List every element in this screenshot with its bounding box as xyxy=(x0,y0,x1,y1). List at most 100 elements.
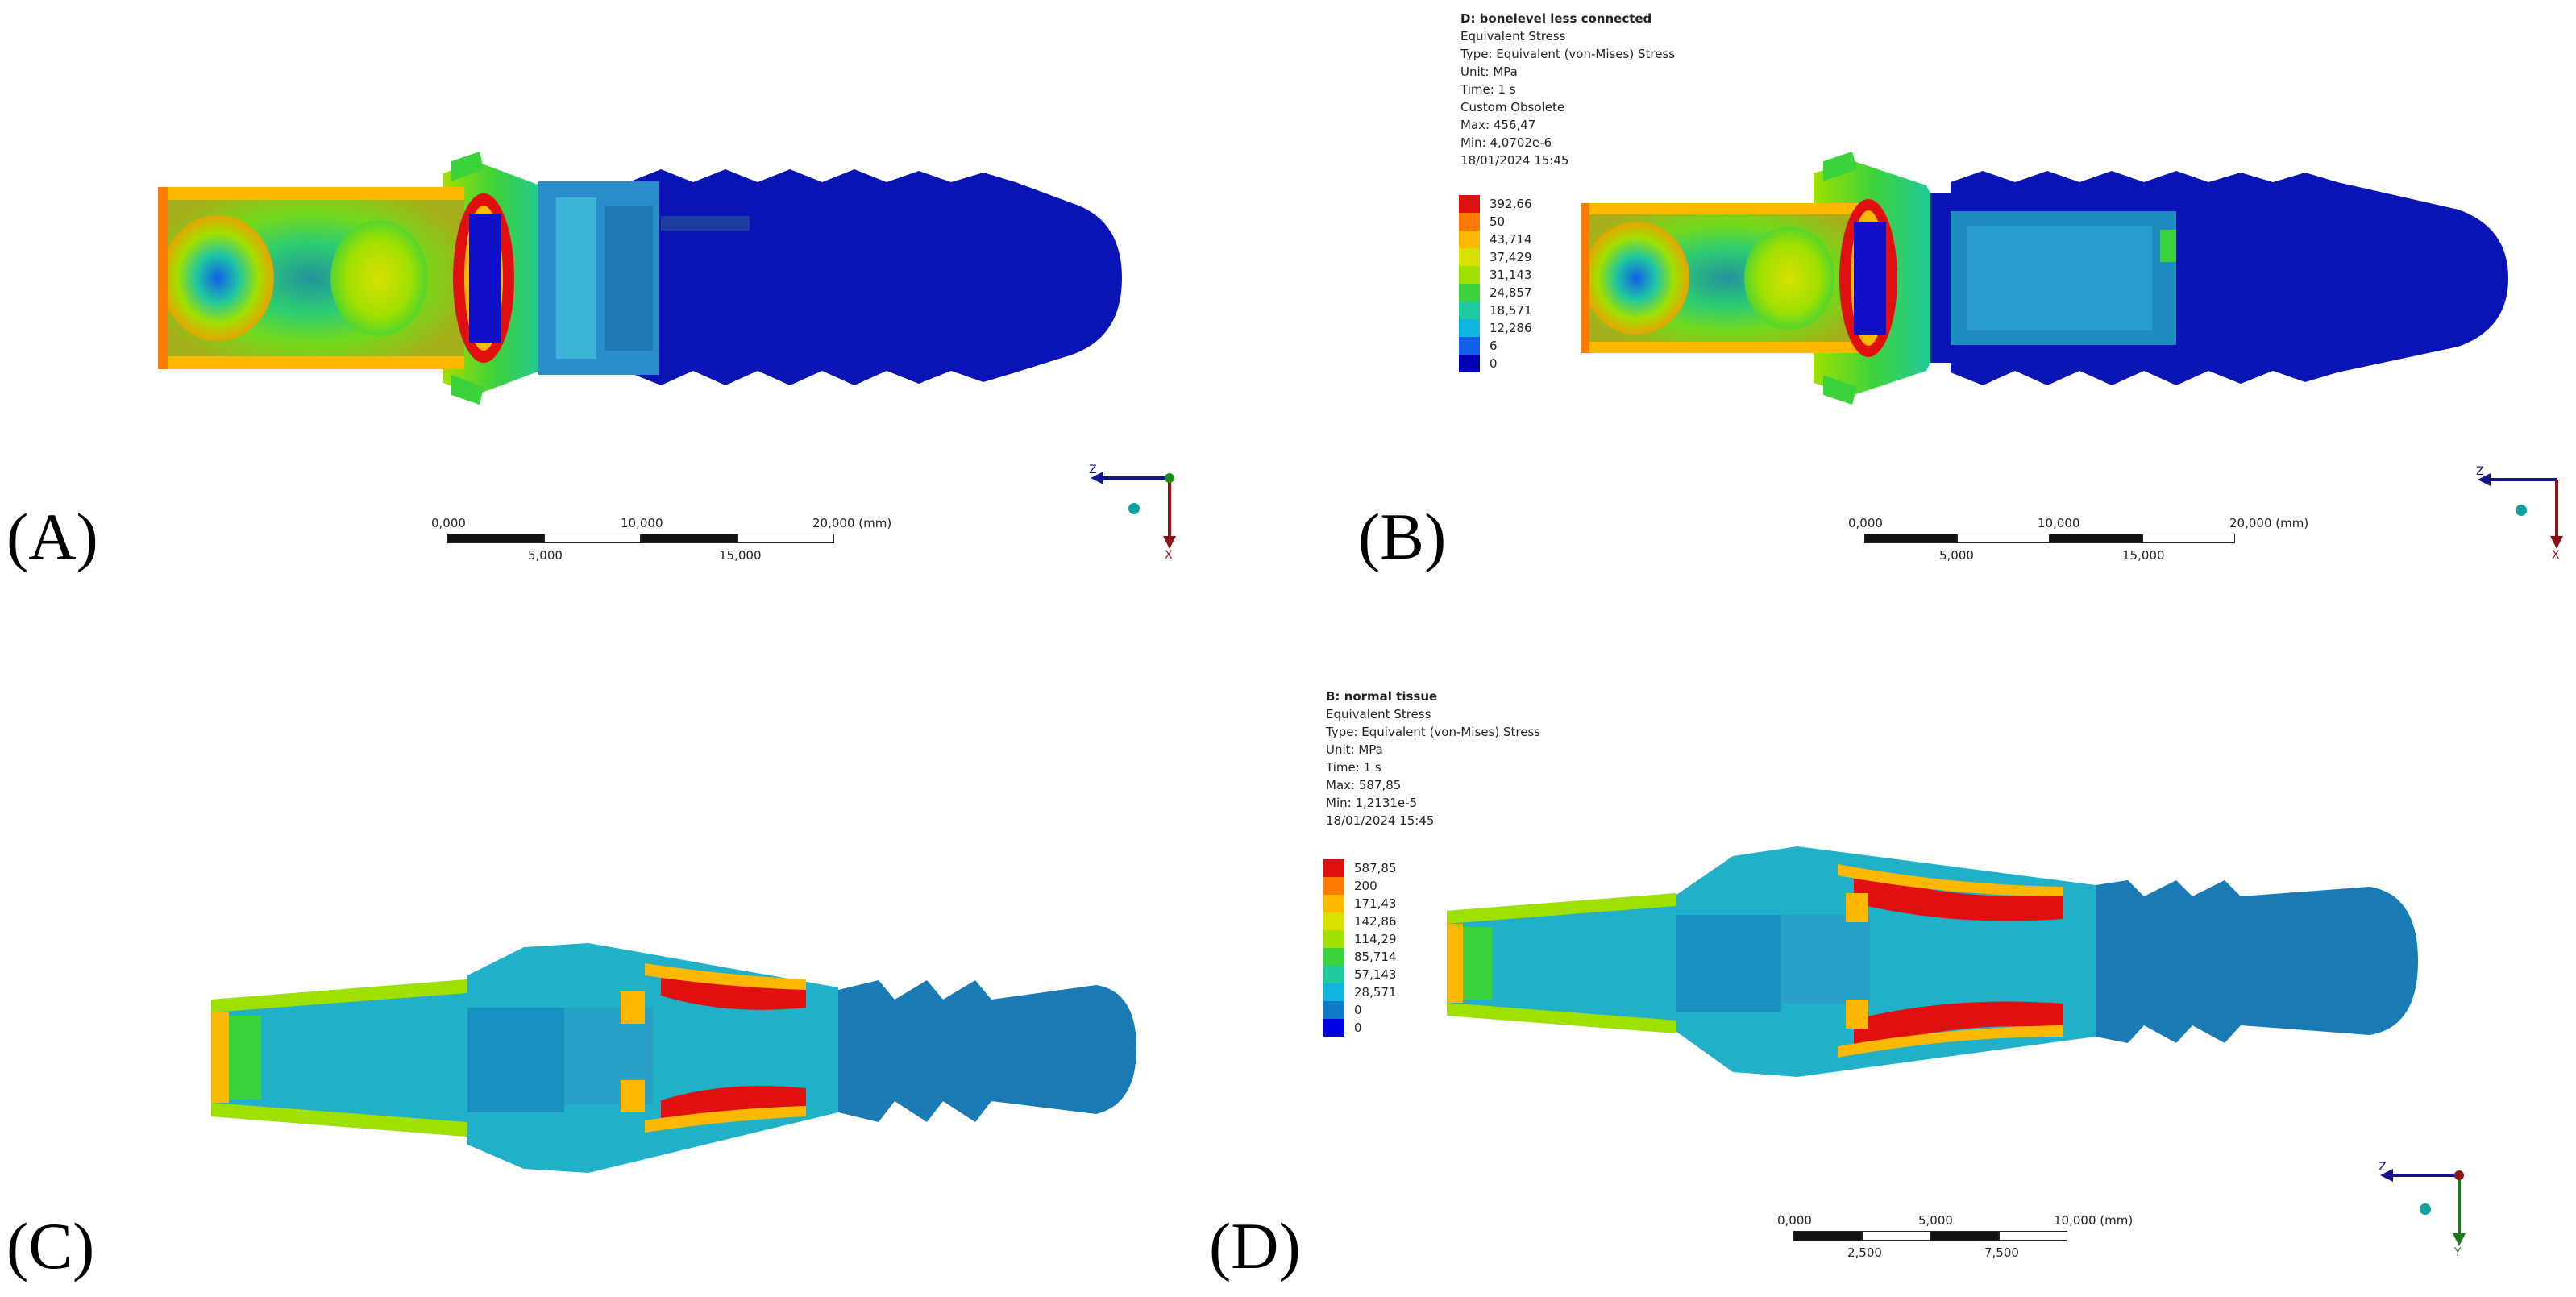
scale-segment xyxy=(2142,534,2235,543)
legend-value: 12,286 xyxy=(1490,321,1532,335)
legend-swatch xyxy=(1323,930,1344,948)
scale-label: 2,500 xyxy=(1847,1245,1882,1260)
scale-segment xyxy=(2050,534,2142,543)
legend-value: 0 xyxy=(1354,1021,1362,1035)
info-block-d: B: normal tissue Equivalent Stress Type:… xyxy=(1326,688,1540,829)
legend-row: 57,143 xyxy=(1323,966,1397,983)
legend-row: 37,429 xyxy=(1459,248,1532,266)
scale-label: 10,000 (mm) xyxy=(2054,1213,2134,1228)
scale-label: 0,000 xyxy=(1848,516,1883,530)
legend-row: 24,857 xyxy=(1459,284,1532,301)
scale-segment xyxy=(1864,534,1957,543)
legend-row: 114,29 xyxy=(1323,930,1397,948)
info-line: Unit: MPa xyxy=(1460,64,1518,79)
legend-value: 37,429 xyxy=(1490,250,1532,264)
legend-swatch xyxy=(1323,1001,1344,1019)
legend-swatch xyxy=(1323,877,1344,895)
legend-value: 18,571 xyxy=(1490,303,1532,318)
legend-row: 50 xyxy=(1459,213,1505,231)
scale-segment xyxy=(447,534,544,543)
legend-value: 57,143 xyxy=(1354,967,1397,982)
info-line: 18/01/2024 15:45 xyxy=(1326,813,1435,828)
info-line: 18/01/2024 15:45 xyxy=(1460,153,1569,168)
scale-segment xyxy=(1862,1231,1930,1241)
legend-value: 587,85 xyxy=(1354,861,1397,875)
scale-segment xyxy=(1957,534,2050,543)
scale-label: 15,000 xyxy=(719,548,762,563)
scale-segment xyxy=(544,534,641,543)
legend-value: 200 xyxy=(1354,879,1377,893)
legend-value: 31,143 xyxy=(1490,268,1532,282)
scale-segment xyxy=(1999,1231,2067,1241)
scale-label: 10,000 xyxy=(621,516,663,530)
legend-row: 171,43 xyxy=(1323,895,1397,912)
legend-value: 43,714 xyxy=(1490,232,1532,247)
info-line: Max: 456,47 xyxy=(1460,118,1536,132)
legend-row: 31,143 xyxy=(1459,266,1532,284)
color-legend-b: 392,66 50 43,714 37,429 31,143 24,857 18… xyxy=(1459,195,1572,380)
info-line: Min: 1,2131e-5 xyxy=(1326,796,1418,810)
info-line: Min: 4,0702e-6 xyxy=(1460,135,1552,150)
info-line: Unit: MPa xyxy=(1326,742,1383,757)
scale-segment xyxy=(641,534,737,543)
scale-label: 10,000 xyxy=(2038,516,2080,530)
scale-label: 0,000 xyxy=(1777,1213,1812,1228)
scale-bar-d: 0,000 5,000 10,000 (mm) 2,500 7,500 xyxy=(1773,1213,2144,1262)
info-title: D: bonelevel less connected xyxy=(1460,11,1652,26)
legend-row: 200 xyxy=(1323,877,1377,895)
legend-value: 6 xyxy=(1490,339,1498,353)
legend-row: 392,66 xyxy=(1459,195,1532,213)
legend-swatch xyxy=(1323,966,1344,983)
legend-row: 18,571 xyxy=(1459,301,1532,319)
info-line: Time: 1 s xyxy=(1326,760,1381,775)
panel-label-a: (A) xyxy=(6,500,98,573)
legend-value: 114,29 xyxy=(1354,932,1397,946)
legend-row: 85,714 xyxy=(1323,948,1397,966)
legend-row: 12,286 xyxy=(1459,319,1532,337)
axis-label: X xyxy=(2552,549,2560,560)
legend-swatch xyxy=(1323,912,1344,930)
info-line: Time: 1 s xyxy=(1460,82,1516,97)
legend-swatch xyxy=(1323,948,1344,966)
scale-label: 15,000 xyxy=(2122,548,2165,563)
axis-label: Z xyxy=(2476,465,2484,478)
scale-label: 20,000 (mm) xyxy=(2229,516,2309,530)
scale-segment xyxy=(1930,1231,1999,1241)
legend-value: 85,714 xyxy=(1354,950,1397,964)
legend-swatch xyxy=(1459,337,1480,355)
legend-value: 142,86 xyxy=(1354,914,1397,929)
scale-segment xyxy=(1793,1231,1862,1241)
info-line: Equivalent Stress xyxy=(1460,29,1566,44)
info-block-b: D: bonelevel less connected Equivalent S… xyxy=(1460,10,1675,169)
axis-triad-d: Z Y xyxy=(2379,1161,2466,1258)
axis-label: X xyxy=(1165,549,1173,560)
legend-swatch xyxy=(1459,319,1480,337)
legend-swatch xyxy=(1459,213,1480,231)
legend-swatch xyxy=(1459,266,1480,284)
legend-value: 392,66 xyxy=(1490,197,1532,211)
info-line: Max: 587,85 xyxy=(1326,778,1402,792)
legend-swatch xyxy=(1323,983,1344,1001)
scale-bar-a: 0,000 10,000 20,000 (mm) 5,000 15,000 xyxy=(427,516,891,564)
legend-swatch xyxy=(1459,301,1480,319)
legend-row: 28,571 xyxy=(1323,983,1397,1001)
legend-row: 6 xyxy=(1459,337,1498,355)
scale-bar-b: 0,000 10,000 20,000 (mm) 5,000 15,000 xyxy=(1844,516,2308,564)
legend-row: 587,85 xyxy=(1323,859,1397,877)
legend-row: 0 xyxy=(1459,355,1498,372)
legend-value: 0 xyxy=(1490,356,1498,371)
legend-value: 0 xyxy=(1354,1003,1362,1017)
legend-swatch xyxy=(1323,895,1344,912)
info-title: B: normal tissue xyxy=(1326,689,1438,704)
info-line: Type: Equivalent (von-Mises) Stress xyxy=(1460,47,1676,61)
scale-label: 0,000 xyxy=(431,516,466,530)
legend-value: 171,43 xyxy=(1354,896,1397,911)
color-legend-d: 587,85 200 171,43 142,86 114,29 85,714 5… xyxy=(1323,859,1436,1045)
legend-swatch xyxy=(1459,284,1480,301)
info-line: Type: Equivalent (von-Mises) Stress xyxy=(1326,725,1541,739)
legend-swatch xyxy=(1323,1019,1344,1037)
